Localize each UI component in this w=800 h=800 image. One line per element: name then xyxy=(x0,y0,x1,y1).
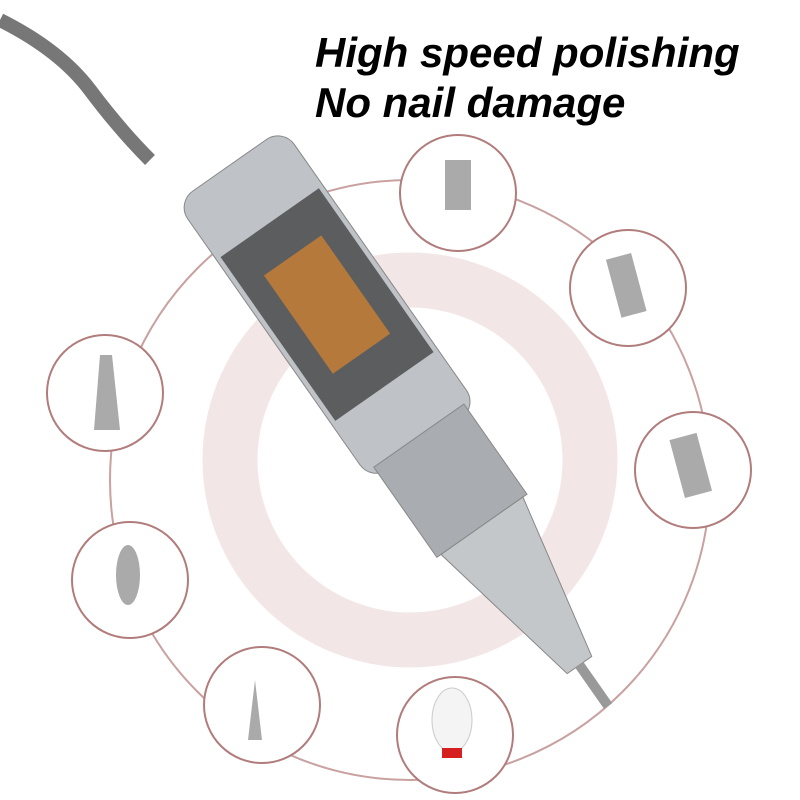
inner-pink-ring xyxy=(202,252,618,668)
tapered-tip xyxy=(440,496,593,675)
drill-handpiece xyxy=(183,135,613,709)
drill-bit-shank xyxy=(575,662,613,709)
bit-circle-needle xyxy=(203,646,321,764)
power-cord xyxy=(0,13,155,165)
headline-line-2: No nail damage xyxy=(315,79,626,126)
headline: High speed polishing No nail damage xyxy=(315,28,740,128)
motor-coil xyxy=(263,235,391,374)
headline-line-1: High speed polishing xyxy=(315,29,740,76)
